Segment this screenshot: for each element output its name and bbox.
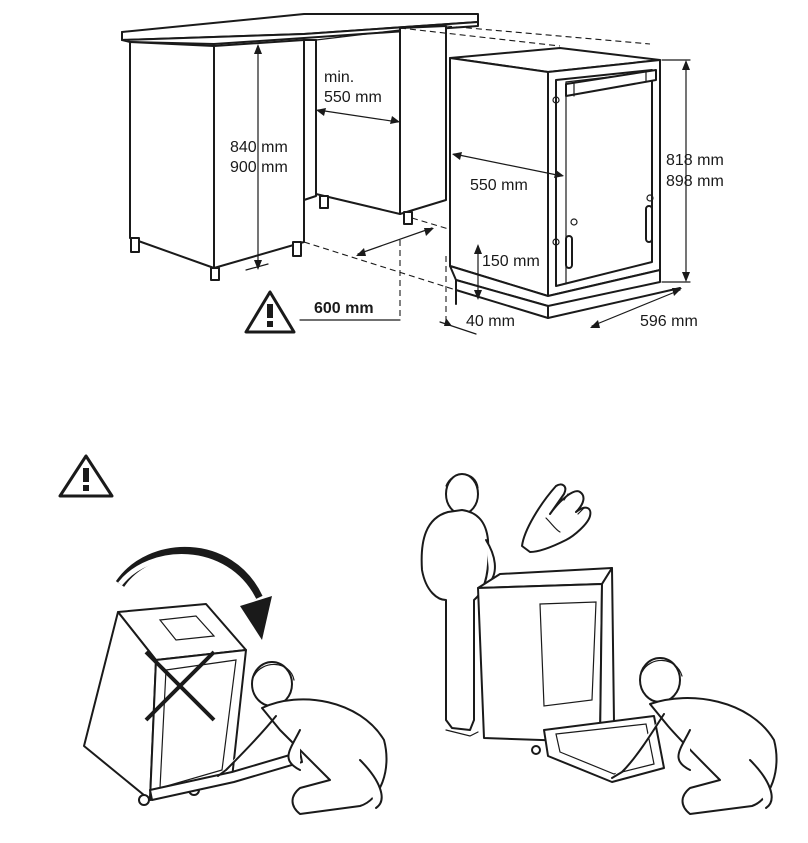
- door-clearance-label: 600 mm: [314, 300, 374, 317]
- tilted-dishwasher: [83, 603, 303, 806]
- appliance-width-label: 596 mm: [640, 313, 698, 330]
- standing-person: [420, 473, 496, 737]
- appliance-depth-label: 550 mm: [470, 177, 528, 194]
- crouching-person-left: [217, 661, 388, 815]
- appliance-height-label-2: 898 mm: [666, 173, 724, 190]
- warning-triangle-icon: [58, 454, 114, 498]
- cross-icon: [144, 650, 216, 722]
- plinth-height-label: 150 mm: [482, 253, 540, 270]
- cabinet-height-label-1: 840 mm: [230, 139, 288, 156]
- pointing-hand-icon: [521, 483, 592, 553]
- cabinet-height-label-2: 900 mm: [230, 159, 288, 176]
- curved-arrow-icon: [115, 546, 272, 640]
- niche-width-prefix: min.: [324, 69, 354, 86]
- plinth-gap-label: 40 mm: [466, 313, 515, 330]
- kitchen-cabinet: [121, 13, 479, 281]
- guide-lines: [303, 25, 651, 322]
- crouching-person-right: [611, 657, 778, 815]
- niche-width-label: 550 mm: [324, 89, 382, 106]
- warning-triangle-icon: [244, 290, 296, 334]
- upright-dishwasher: [477, 567, 665, 783]
- clearance-arrow: [299, 227, 434, 321]
- appliance-height-label-1: 818 mm: [666, 152, 724, 169]
- dishwasher-unit: [439, 47, 691, 335]
